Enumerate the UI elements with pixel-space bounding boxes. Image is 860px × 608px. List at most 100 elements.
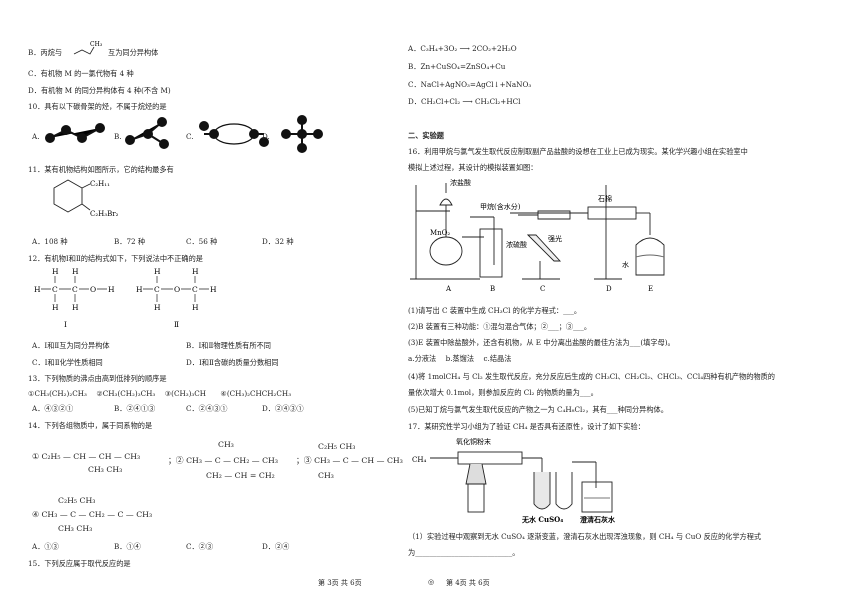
substituent-1: C₂H₁₁: [90, 180, 110, 188]
q13-opt-d: D．②④③①: [262, 404, 304, 413]
q16-part-1: (1)请写出 C 装置中生成 CH₃Cl 的化学方程式：___。: [408, 306, 582, 315]
question-12: 12．有机物Ⅰ和Ⅱ的结构式如下，下列说法中不正确的是: [28, 254, 203, 263]
page-footer-right: 第 4页 共 6页: [446, 579, 490, 587]
apparatus-label-b: B: [490, 285, 495, 293]
q14-formula-2: ；② CH₃ — C — CH₂ — CH₃: [168, 456, 278, 465]
q17-part-1: （1）实验过程中观察到无水 CuSO₄ 逐渐变蓝，澄清石灰水出现浑浊现象，则 C…: [408, 532, 762, 541]
svg-text:C: C: [192, 285, 198, 294]
q14-opt-a: A．①③: [32, 542, 59, 551]
isomer-text: 互为同分异构体: [108, 48, 159, 57]
q17-part-1-cont: 为___________________________。: [408, 548, 520, 557]
section-title: 二、实验题: [408, 131, 444, 140]
svg-text:H: H: [108, 285, 115, 294]
q14-formula-4-top: C₂H₅ CH₃: [58, 496, 96, 505]
label-ii: Ⅱ: [174, 320, 179, 328]
skeleton-c: [199, 121, 269, 147]
binding-mark: ◎: [428, 578, 435, 586]
propane-like-skeleton: CH₃: [73, 41, 103, 55]
q14-formula-1-branches: CH₃ CH₃: [88, 465, 123, 474]
svg-text:O: O: [90, 285, 96, 294]
substituent-2: C₂H₃Br₂: [90, 210, 119, 218]
apparatus-diagram-17: 氧化铜粉末 CH₄ 无水 CuSO₄ 澄清石灰水: [412, 437, 616, 524]
q14-formula-1: ① C₂H₅ — CH — CH — CH₃: [32, 452, 141, 461]
left-column: B．丙烷与 CH₃ 互为同分异构体 C．有机物 M 的一氯代物有 4 种 D．有…: [28, 0, 403, 608]
q12-opt-c: C．Ⅰ和Ⅱ化学性质相同: [32, 358, 103, 367]
skeleton-a: [45, 123, 105, 143]
apparatus-label-a: A: [445, 285, 452, 293]
svg-text:H: H: [192, 303, 199, 312]
q13-opt-c: C．②④③①: [186, 404, 228, 413]
svg-text:O: O: [174, 285, 180, 294]
label-mno2: MnO₂: [430, 229, 450, 237]
q10-opt-b-label: B.: [114, 132, 122, 141]
option-b-line: B．丙烷与: [28, 48, 62, 57]
q15-opt-d: D．CH₂Cl+Cl₂ ⟶ CH₂Cl₂+HCl: [408, 97, 521, 106]
q13-opt-b: B．②④①③: [114, 404, 156, 413]
q16-part-4-cont: 量依次增大 0.1mol，则参加反应的 Cl₂ 的物质的量为___。: [408, 388, 598, 397]
q15-opt-c: C．NaCl+AgNO₃=AgCl↓+NaNO₃: [408, 80, 532, 89]
label-cuso4: 无水 CuSO₄: [521, 515, 563, 524]
svg-text:H: H: [210, 285, 217, 294]
svg-text:C: C: [72, 285, 78, 294]
label-cotton: 石棉: [598, 194, 612, 203]
page-footer-left: 第 3页 共 6页: [318, 579, 362, 587]
q12-opt-d: D．Ⅰ和Ⅱ含碳的质量分数相同: [186, 358, 279, 367]
svg-text:H: H: [72, 267, 79, 276]
question-17: 17．某研究性学习小组为了验证 CH₄ 是否具有还原性，设计了如下实验：: [408, 422, 645, 431]
question-10: 10．具有以下碳骨架的烃，不属于烷烃的是: [28, 102, 167, 111]
label-hcl: 浓盐酸: [450, 178, 471, 187]
svg-text:H: H: [136, 285, 143, 294]
question-15: 15．下列反应属于取代反应的是: [28, 559, 131, 568]
q16-part-3: (3)E 装置中除盐酸外，还含有机物，从 E 中分离出盐酸的最佳方法为___(填…: [408, 338, 675, 347]
question-13: 13．下列物质的沸点由高到低排列的顺序是: [28, 374, 167, 383]
skeleton-d: [281, 115, 323, 153]
label-h2so4: 浓硫酸: [506, 240, 527, 249]
skeleton-b: [125, 117, 169, 149]
q14-formula-3-top: C₂H₅ CH₃: [318, 442, 356, 451]
q10-opt-c-label: C.: [186, 132, 194, 141]
q14-formula-2-top: CH₃: [218, 440, 234, 449]
q10-opt-d-label: D.: [262, 132, 270, 141]
question-16: 16．利用甲烷与氯气发生取代反应制取副产品盐酸的设想在工业上已成为现实。某化学兴…: [408, 147, 748, 156]
methyl-label: CH₃: [90, 41, 103, 48]
q14-opt-b: B．①④: [114, 542, 141, 551]
q14-formula-3: ；③ CH₃ — C — CH — CH₃: [296, 456, 403, 465]
apparatus-label-c: C: [540, 285, 545, 293]
q15-opt-a: A．C₃H₄+3O₂ ⟶ 2CO₂+2H₂O: [408, 44, 517, 53]
label-ch4: CH₄: [412, 456, 426, 464]
svg-text:H: H: [192, 267, 199, 276]
option-d-text: D．有机物 M 的同分异构体有 4 种(不含 M): [28, 86, 171, 95]
q14-formula-2-bottom: CH₂ — CH = CH₂: [206, 471, 275, 480]
q12-opt-a: A．Ⅰ和Ⅱ互为同分异构体: [32, 341, 110, 350]
q16-part-3-options: a.分液法 b.蒸馏法 c.结晶法: [408, 354, 512, 363]
q16-part-4: (4)将 1molCH₄ 与 Cl₂ 发生取代反应，充分反应后生成的 CH₃Cl…: [408, 372, 775, 381]
question-16-cont: 模拟上述过程，其设计的模拟装置如图：: [408, 163, 538, 172]
option-c-text: C．有机物 M 的一氯代物有 4 种: [28, 69, 134, 78]
q12-opt-b: B．Ⅰ和Ⅱ物理性质有所不同: [186, 341, 271, 350]
label-cuo: 氧化铜粉末: [456, 437, 491, 446]
question-11: 11．某有机物结构如图所示，它的结构最多有: [28, 165, 174, 174]
q14-formula-4: ④ CH₃ — C — CH₂ — C — CH₃: [32, 510, 153, 519]
question-14: 14．下列各组物质中，属于同系物的是: [28, 421, 153, 430]
q14-opt-c: C．②③: [186, 542, 214, 551]
q11-opt-b: B．72 种: [114, 237, 146, 246]
right-column: A．C₃H₄+3O₂ ⟶ 2CO₂+2H₂O B．Zn+CuSO₄=ZnSO₄+…: [408, 0, 838, 608]
apparatus-label-e: E: [648, 285, 653, 293]
label-limewater: 澄清石灰水: [579, 515, 616, 524]
benzene-structure: C₂H₁₁ C₂H₃Br₂: [53, 179, 119, 218]
svg-text:C: C: [154, 285, 160, 294]
svg-text:H: H: [154, 303, 161, 312]
label-light: 强光: [548, 234, 562, 243]
label-water: 水: [622, 260, 629, 269]
q14-formula-3-bottom: CH₃: [318, 471, 334, 480]
q14-opt-d: D．②④: [262, 542, 290, 551]
apparatus-label-d: D: [606, 285, 612, 293]
svg-text:H: H: [34, 285, 41, 294]
q11-opt-a: A．108 种: [32, 237, 68, 246]
q13-opt-a: A．④③②①: [32, 404, 74, 413]
q16-part-5: (5)已知丁烷与氯气发生取代反应的产物之一为 C₄H₈Cl₂，其有___种同分异…: [408, 405, 668, 414]
